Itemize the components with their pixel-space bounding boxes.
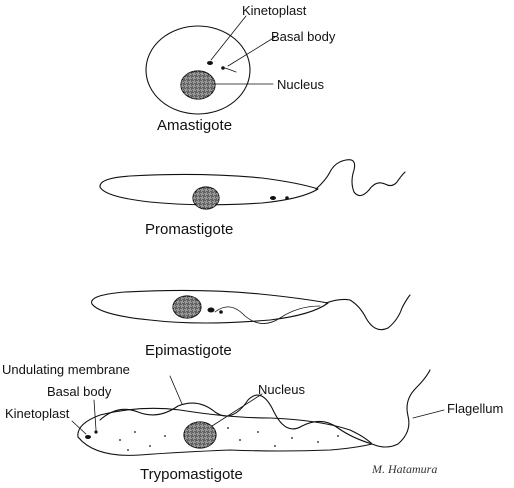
trypomastigote-kinetoplast — [85, 435, 91, 439]
amastigote-leaders — [210, 15, 276, 85]
trypomastigote-leaders — [71, 375, 445, 435]
title-epimastigote: Epimastigote — [145, 342, 232, 359]
promastigote-cell — [99, 159, 406, 210]
trypomastigote-basal-body — [94, 430, 98, 434]
title-trypomastigote: Trypomastigote — [140, 466, 243, 483]
label-nucleus-trypomastigote: Nucleus — [258, 382, 305, 397]
title-amastigote: Amastigote — [157, 117, 233, 134]
amastigote-kinetoplast — [207, 61, 213, 65]
trypomastigote-cell — [77, 369, 431, 456]
label-undulating-membrane: Undulating membrane — [2, 362, 130, 377]
label-kinetoplast-amastigote: Kinetoplast — [242, 3, 307, 18]
promastigote-kinetoplast — [270, 196, 276, 200]
epimastigote-kinetoplast — [207, 307, 215, 313]
label-kinetoplast-trypomastigote: Kinetoplast — [5, 406, 70, 421]
label-flagellum: Flagellum — [447, 401, 504, 416]
artist-signature: M. Hatamura — [372, 462, 438, 476]
promastigote-flagellum — [315, 159, 406, 197]
trypomastigote-undulating-membrane — [99, 394, 373, 445]
title-promastigote: Promastigote — [145, 221, 234, 238]
epimastigote-flagellum — [325, 294, 411, 331]
amastigote-basal-body — [221, 66, 225, 70]
epimastigote-undulating-membrane — [214, 305, 321, 324]
trypomastigote-flagellum — [371, 369, 431, 448]
amastigote-cell — [145, 25, 251, 115]
trypomastigote-granules — [119, 427, 339, 451]
label-basal-body-amastigote: Basal body — [271, 29, 336, 44]
epimastigote-cell — [91, 289, 411, 331]
label-nucleus-amastigote: Nucleus — [277, 77, 324, 92]
label-basal-body-trypomastigote: Basal body — [47, 384, 112, 399]
